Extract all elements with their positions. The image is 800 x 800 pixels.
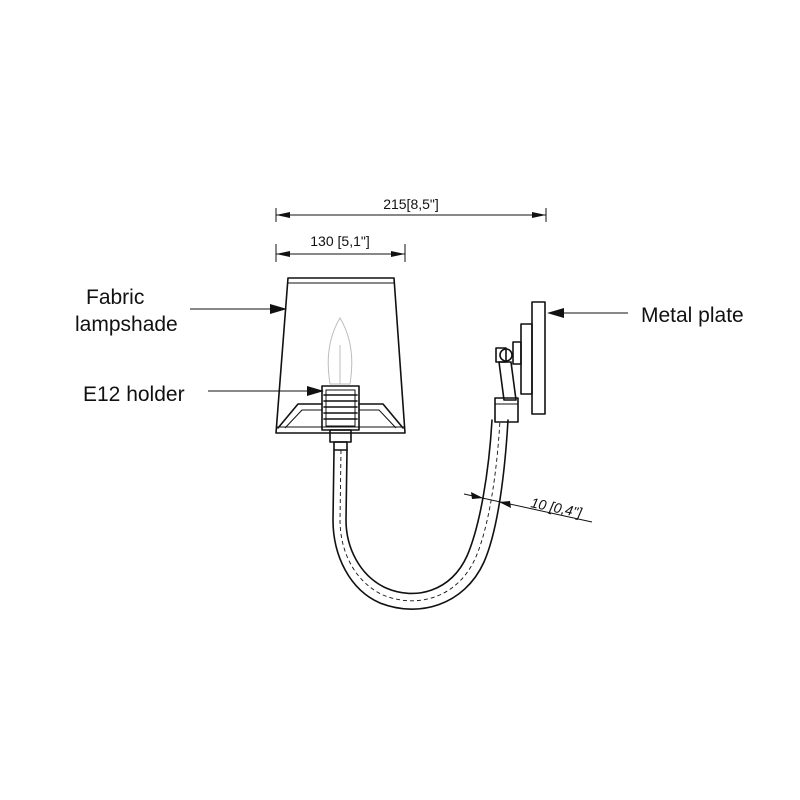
fabric-lampshade-leader: Fabric lampshade xyxy=(75,286,287,336)
e12-holder-label: E12 holder xyxy=(83,383,185,406)
metal-plate xyxy=(494,301,546,423)
fabric-label-line2: lampshade xyxy=(75,313,178,336)
overall-width-label: 215[8,5"] xyxy=(383,196,439,212)
e12-holder-leader: E12 holder xyxy=(83,383,324,406)
flexible-arm xyxy=(332,419,509,610)
overall-width-dimension: 215[8,5"] xyxy=(275,196,547,222)
arm-diameter-label: 10 [0,4"] xyxy=(529,494,584,521)
e12-holder xyxy=(277,385,404,451)
shade-width-label: 130 [5,1"] xyxy=(310,233,369,249)
metal-plate-leader: Metal plate xyxy=(547,304,744,327)
bulb-icon xyxy=(327,317,353,385)
fabric-label-line1: Fabric xyxy=(86,286,144,309)
fabric-lampshade xyxy=(275,277,406,434)
shade-width-dimension: 130 [5,1"] xyxy=(275,233,406,262)
metal-plate-label: Metal plate xyxy=(641,304,744,327)
